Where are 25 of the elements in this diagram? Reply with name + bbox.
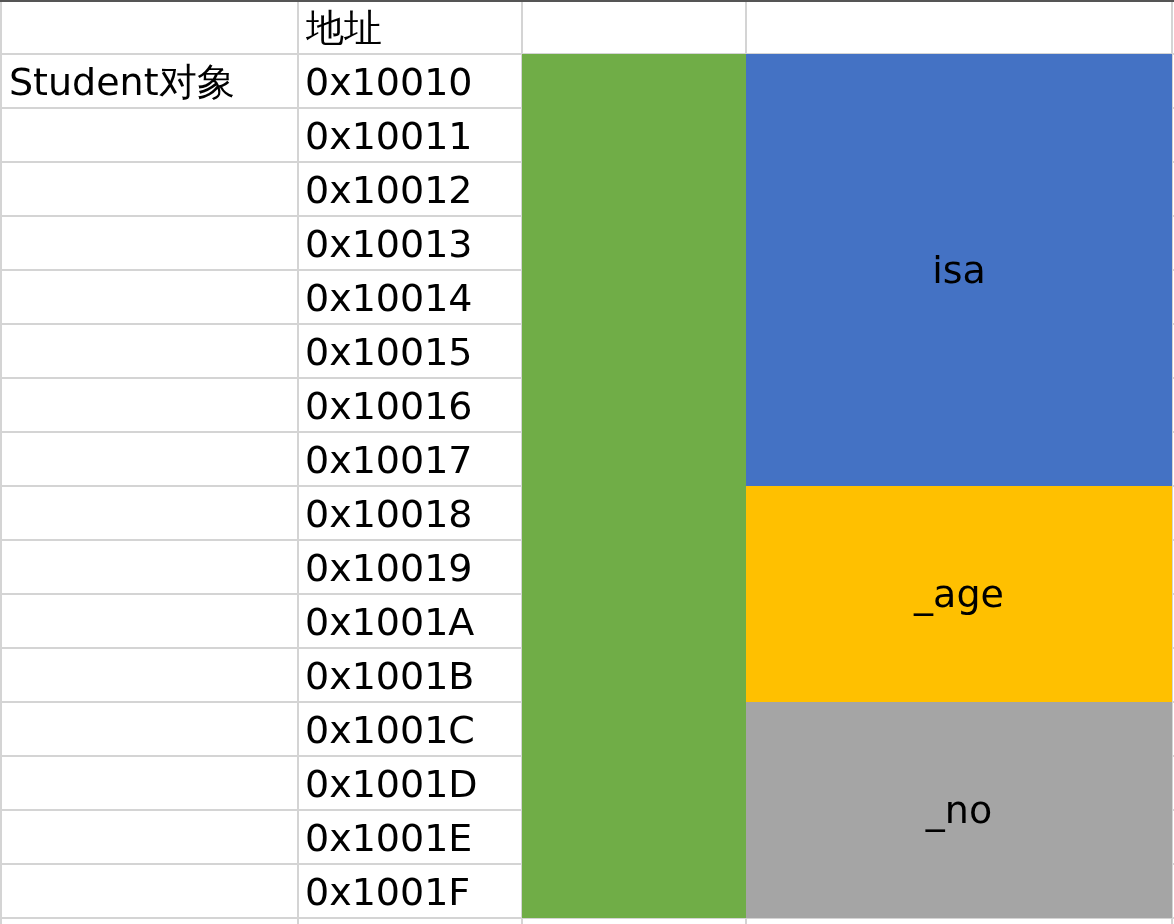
address-text: 0x10019 bbox=[305, 546, 473, 590]
address-text: 0x10015 bbox=[305, 330, 473, 374]
address-text: 0x10012 bbox=[305, 168, 473, 212]
address-text: 0x10013 bbox=[305, 222, 473, 266]
address-text: 0x1001D bbox=[305, 762, 478, 806]
memory-field-block bbox=[746, 702, 1172, 918]
address-text: 0x10018 bbox=[305, 492, 473, 536]
address-text: 0x10011 bbox=[305, 114, 473, 158]
address-text: 0x10016 bbox=[305, 384, 473, 428]
column-heading: 地址 bbox=[306, 6, 382, 50]
address-text: 0x10017 bbox=[305, 438, 473, 482]
field-name: _no bbox=[925, 788, 993, 832]
address-text: 0x1001C bbox=[305, 708, 475, 752]
memory-field-block bbox=[746, 486, 1172, 702]
memory-field-block bbox=[746, 54, 1172, 486]
address-text: 0x10010 bbox=[305, 60, 473, 104]
field-name: isa bbox=[932, 248, 986, 292]
memory-bar bbox=[522, 54, 746, 918]
address-text: 0x10014 bbox=[305, 276, 473, 320]
address-text: 0x1001A bbox=[305, 600, 475, 644]
address-text: 0x1001E bbox=[305, 816, 473, 860]
field-name: _age bbox=[914, 572, 1004, 616]
address-text: 0x1001B bbox=[305, 654, 475, 698]
row-heading: Student对象 bbox=[9, 60, 235, 104]
address-text: 0x1001F bbox=[305, 870, 471, 914]
